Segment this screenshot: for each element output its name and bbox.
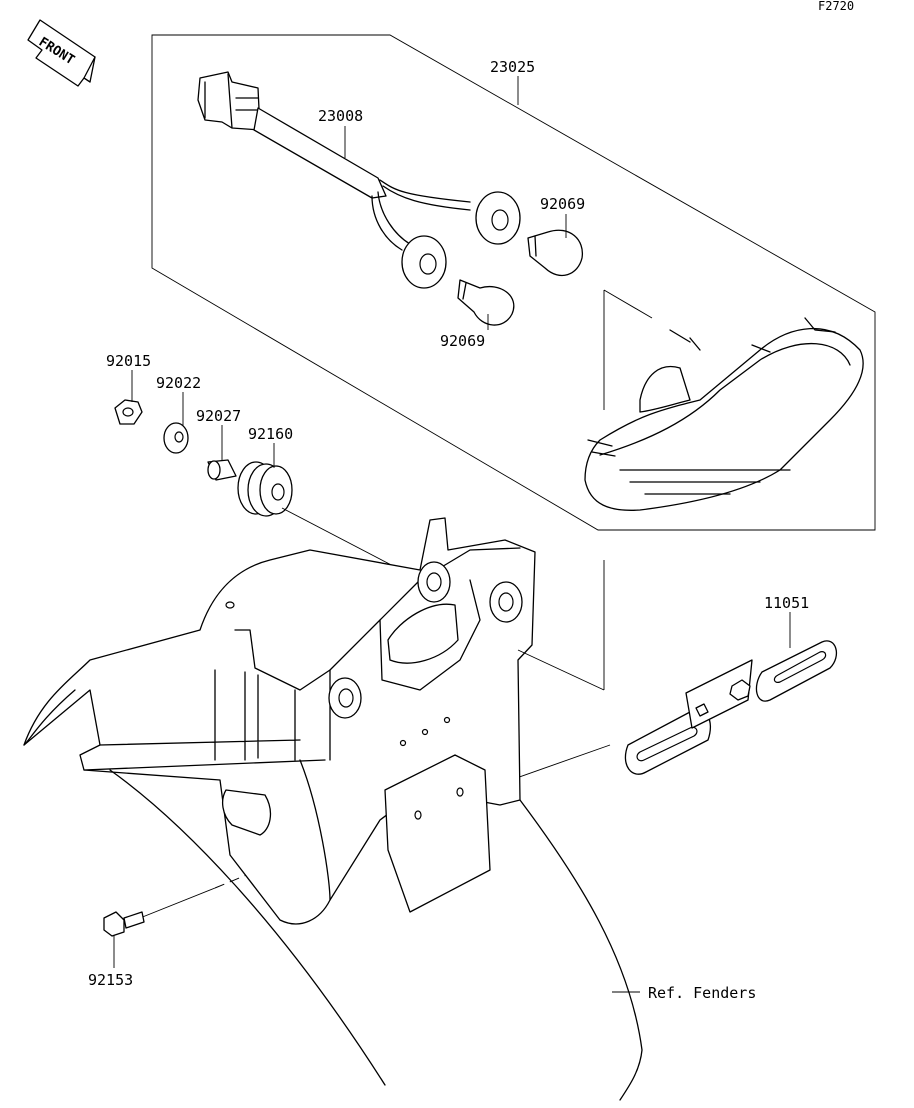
callout-23008: 23008	[318, 107, 363, 125]
callout-92069-lower: 92069	[440, 332, 485, 350]
collar-92027	[207, 459, 237, 481]
guide-line-bolt	[139, 887, 216, 919]
tail-lamp-housing	[584, 289, 864, 511]
ref-fenders-label: Ref. Fenders	[648, 984, 756, 1002]
figure-code: F2720	[818, 0, 854, 13]
washer-92022	[163, 422, 189, 454]
bulb-lower	[457, 279, 515, 326]
callout-23025: 23025	[490, 58, 535, 76]
license-plate-bracket	[624, 640, 838, 775]
callout-92027: 92027	[196, 407, 241, 425]
callout-92015: 92015	[106, 352, 151, 370]
nut-92015	[114, 399, 143, 425]
callout-92069-upper: 92069	[540, 195, 585, 213]
front-arrow-icon: FRONT	[27, 19, 96, 87]
callout-92160: 92160	[248, 425, 293, 443]
wiring-harness	[197, 71, 521, 289]
bolt-92153	[103, 911, 145, 937]
tail-light-assembly-outline	[151, 34, 876, 531]
callout-11051: 11051	[764, 594, 809, 612]
callout-92153: 92153	[88, 971, 133, 989]
callout-92022: 92022	[156, 374, 201, 392]
bulb-upper	[527, 229, 583, 277]
rear-fender	[23, 517, 643, 1101]
grommet-92160	[237, 461, 293, 517]
